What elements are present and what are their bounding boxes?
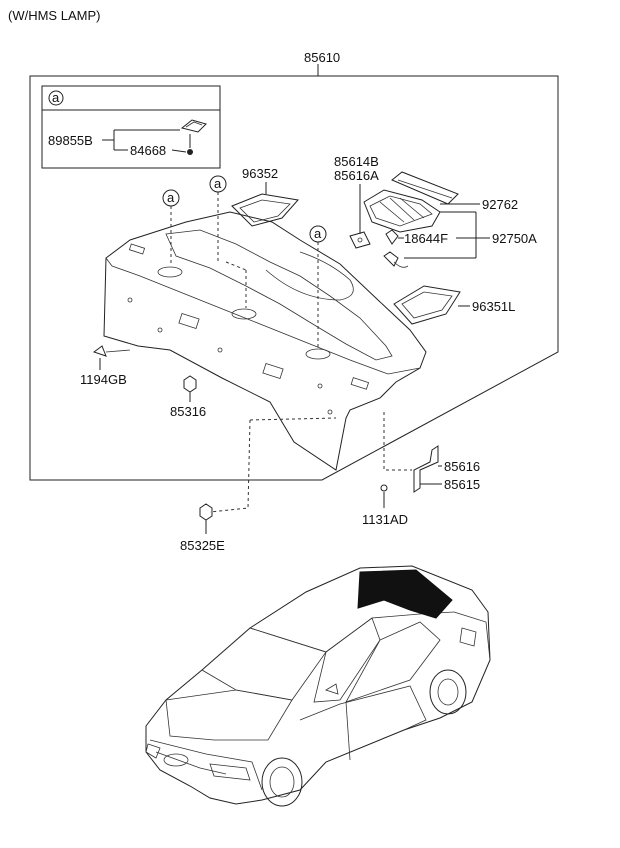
- sedan-illustration: [145, 565, 491, 807]
- lamp-lens-92762: 92762: [391, 171, 518, 212]
- part-label-85325E[interactable]: 85325E: [180, 538, 225, 553]
- hms-lamp-housing: [363, 189, 441, 233]
- fastener-85325E: 85325E: [180, 503, 225, 553]
- svg-text:a: a: [167, 190, 175, 205]
- part-label-85615[interactable]: 85615: [444, 477, 480, 492]
- clip-icon: [180, 119, 207, 133]
- svg-text:a: a: [214, 176, 222, 191]
- part-label-85616[interactable]: 85616: [444, 459, 480, 474]
- cover-96352: 96352: [231, 166, 299, 227]
- part-label-18644F[interactable]: 18644F: [404, 231, 448, 246]
- part-label-92750A[interactable]: 92750A: [492, 231, 537, 246]
- part-label-96351L[interactable]: 96351L: [472, 299, 515, 314]
- part-label-85610[interactable]: 85610: [304, 50, 340, 65]
- clip-1194GB: 1194GB: [80, 345, 131, 387]
- part-label-1194GB[interactable]: 1194GB: [80, 372, 127, 387]
- callout-a-3: a: [309, 225, 327, 243]
- cover-96351L: 96351L: [393, 285, 515, 325]
- inset-callout-a: a: [52, 90, 60, 105]
- part-label-96352[interactable]: 96352: [242, 166, 278, 181]
- screw-1131AD: 1131AD: [362, 484, 408, 527]
- bracket-85616: 85616 85615: [413, 445, 480, 493]
- nut-85316: 85316: [170, 375, 206, 419]
- bulb-18644F: 18644F: [383, 229, 448, 268]
- svg-text:a: a: [314, 226, 322, 241]
- screw-icon: [187, 149, 193, 155]
- part-label-84668[interactable]: 84668: [130, 143, 166, 158]
- part-label-85614B[interactable]: 85614B: [334, 154, 379, 169]
- callout-a-1: a: [162, 189, 180, 207]
- rear-shelf-highlight: [357, 569, 453, 619]
- callout-a-2: a: [209, 175, 227, 193]
- part-label-1131AD[interactable]: 1131AD: [362, 512, 408, 527]
- callout-circle-icon: [162, 189, 180, 207]
- inset-detail-a: a 89855B 84668: [41, 85, 221, 169]
- assembly-outline: [29, 75, 559, 481]
- package-tray-panel: [103, 192, 427, 471]
- bracket-85614B: [349, 231, 371, 249]
- part-label-85316[interactable]: 85316: [170, 404, 206, 419]
- part-label-85616A[interactable]: 85616A: [334, 168, 379, 183]
- variant-header: (W/HMS LAMP): [8, 8, 100, 23]
- callout-circle-icon: [48, 90, 64, 106]
- part-label-89855B[interactable]: 89855B: [48, 133, 93, 148]
- part-label-92762[interactable]: 92762: [482, 197, 518, 212]
- callout-circle-icon: [309, 225, 327, 243]
- callout-circle-icon: [209, 175, 227, 193]
